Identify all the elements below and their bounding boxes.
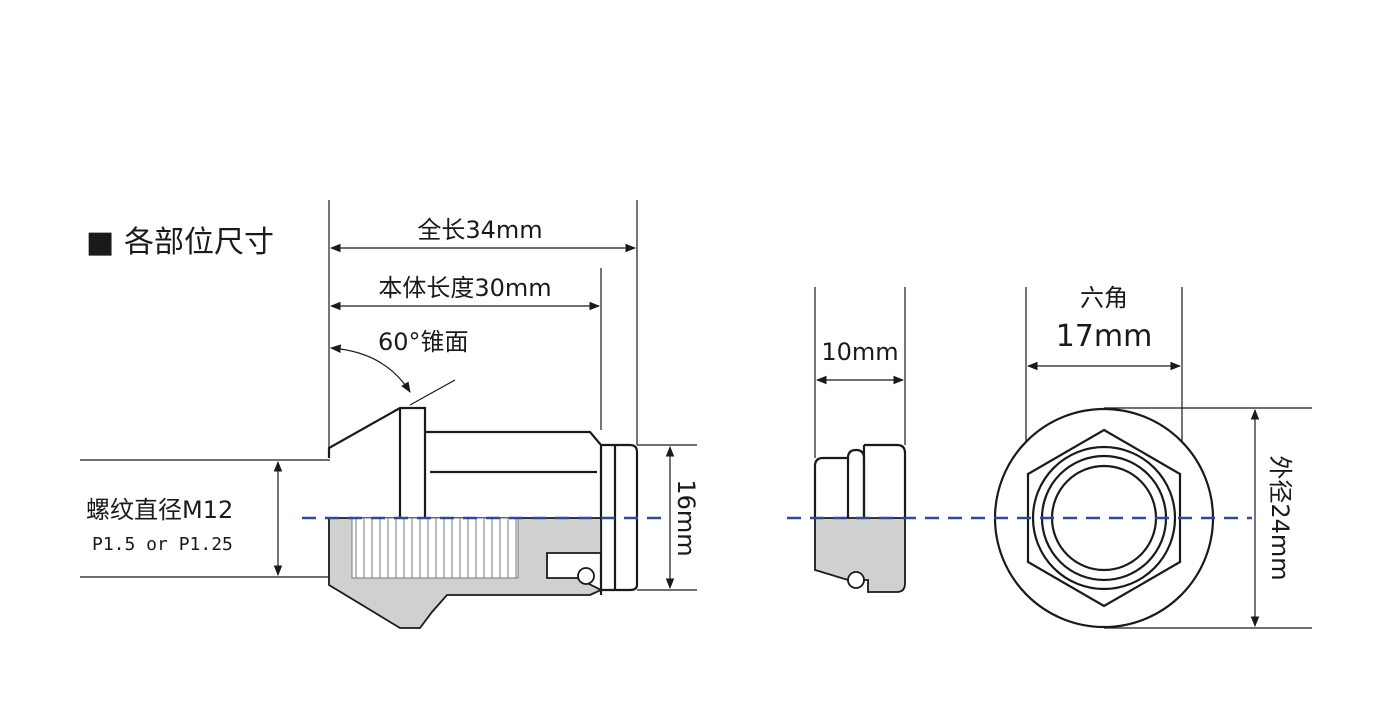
angle-leader xyxy=(409,379,456,406)
nut-outline-upper xyxy=(327,406,603,595)
label-flange-height: 16mm xyxy=(672,479,700,556)
lip-outline xyxy=(846,448,866,518)
thread-area xyxy=(351,517,519,579)
label-thread-pitch: P1.5 or P1.25 xyxy=(92,534,233,555)
flange-outline-top xyxy=(864,443,907,518)
label-outer-diameter: 外径24mm xyxy=(1266,455,1294,580)
angle-arc xyxy=(329,344,411,393)
label-overall-length: 全长34mm xyxy=(417,216,542,244)
label-thread-diameter: 螺纹直径M12 xyxy=(86,496,233,524)
label-body-length: 本体长度30mm xyxy=(378,274,551,302)
o-ring-side xyxy=(847,571,865,589)
flange-side-view xyxy=(813,287,907,593)
heading-marker: ■ xyxy=(86,225,114,260)
label-hex-size: 17mm xyxy=(1056,319,1153,354)
label-side-width: 10mm xyxy=(821,338,898,366)
label-seat-angle: 60°锥面 xyxy=(378,328,469,356)
front-view xyxy=(993,287,1312,629)
label-hex-line1: 六角 xyxy=(1080,284,1128,312)
hub-outline xyxy=(813,456,848,518)
thread-lines xyxy=(355,518,517,578)
page-title: 各部位尺寸 xyxy=(124,225,274,260)
o-ring xyxy=(577,567,595,585)
side-view xyxy=(80,200,697,629)
